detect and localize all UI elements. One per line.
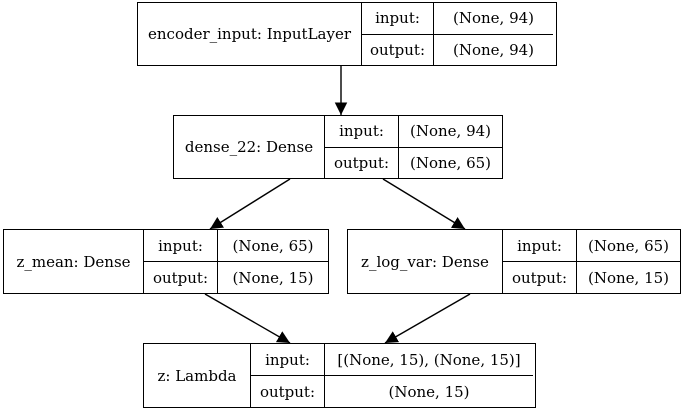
input-row: input: (None, 94): [362, 3, 553, 34]
input-key: input:: [144, 230, 218, 261]
output-value: (None, 15): [388, 382, 470, 401]
input-key: input:: [503, 230, 577, 261]
input-row: input: (None, 65): [144, 230, 328, 261]
edge-arrow-dense-22-to-z-log-var: [382, 178, 466, 230]
output-value: (None, 65): [409, 153, 492, 172]
output-value: (None, 94): [452, 40, 535, 59]
edge-arrow-z-mean-to-z: [204, 293, 291, 344]
input-row: input: [(None, 15), (None, 15)]: [251, 344, 533, 375]
input-value: (None, 65): [232, 236, 314, 255]
input-row: input: (None, 65): [503, 230, 680, 261]
node-encoder-input: encoder_input: InputLayer input: (None, …: [137, 2, 557, 66]
input-value: (None, 94): [409, 122, 492, 141]
node-z: z: Lambda input: [(None, 15), (None, 15)…: [143, 343, 536, 408]
node-label: z_log_var: Dense: [348, 230, 503, 293]
input-key: input:: [325, 116, 399, 147]
output-row: output: (None, 15): [251, 375, 533, 407]
output-row: output: (None, 65): [325, 146, 502, 178]
input-value: (None, 65): [587, 236, 670, 255]
output-value: (None, 15): [232, 268, 314, 287]
output-key: output:: [362, 34, 434, 65]
node-label: encoder_input: InputLayer: [138, 3, 362, 65]
io-table: input: (None, 65) output: (None, 15): [503, 230, 680, 293]
input-row: input: (None, 94): [325, 116, 502, 147]
output-key: output:: [144, 262, 218, 293]
input-key: input:: [251, 344, 325, 375]
edge-arrow-z-log-var-to-z: [384, 293, 471, 344]
node-label: z_mean: Dense: [4, 230, 144, 293]
node-dense-22: dense_22: Dense input: (None, 94) output…: [173, 115, 503, 179]
input-key: input:: [362, 3, 434, 34]
input-value: [(None, 15), (None, 15)]: [337, 350, 521, 369]
output-row: output: (None, 15): [503, 261, 680, 293]
node-label: z: Lambda: [144, 344, 251, 407]
io-table: input: (None, 94) output: (None, 94): [362, 3, 553, 65]
io-table: input: [(None, 15), (None, 15)] output: …: [251, 344, 533, 407]
node-z-mean: z_mean: Dense input: (None, 65) output: …: [3, 229, 329, 294]
input-value: (None, 94): [452, 9, 535, 28]
output-value: (None, 15): [587, 268, 670, 287]
output-key: output:: [503, 262, 577, 293]
node-label: dense_22: Dense: [174, 116, 325, 178]
io-table: input: (None, 94) output: (None, 65): [325, 116, 502, 178]
io-table: input: (None, 65) output: (None, 15): [144, 230, 328, 293]
output-key: output:: [325, 147, 399, 178]
output-row: output: (None, 15): [144, 261, 328, 293]
node-z-log-var: z_log_var: Dense input: (None, 65) outpu…: [347, 229, 681, 294]
edge-arrow-dense-22-to-z-mean: [209, 178, 291, 230]
output-key: output:: [251, 376, 325, 407]
output-row: output: (None, 94): [362, 33, 553, 65]
